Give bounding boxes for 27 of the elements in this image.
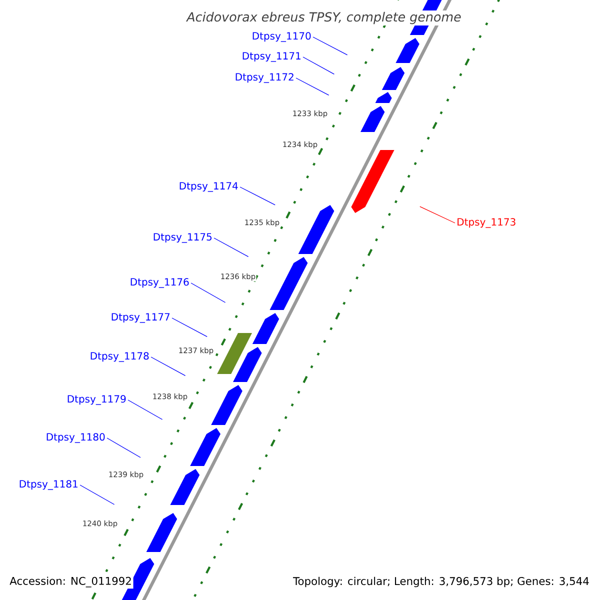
gene-label: Dtpsy_1175 <box>154 233 212 243</box>
leader-line <box>312 36 348 56</box>
gene-label: Dtpsy_1178 <box>90 352 149 362</box>
leader-line <box>128 400 163 420</box>
leader-line <box>150 356 186 376</box>
leader-line <box>80 484 115 505</box>
leader-line <box>172 318 208 338</box>
leader-line <box>420 206 456 224</box>
title: Acidovorax ebreus TPSY, complete genome <box>185 10 463 26</box>
gene-label: Dtpsy_1172 <box>236 73 294 83</box>
gene-label: Dtpsy_1177 <box>112 313 170 323</box>
gene-label: Dtpsy_1174 <box>180 182 238 192</box>
leader-line <box>214 238 249 258</box>
gene-label: Dtpsy_1171 <box>242 52 300 62</box>
gene-label: Dtpsy_1180 <box>46 433 105 443</box>
gene-label: Dtpsy_1181 <box>20 480 78 490</box>
leader-line <box>296 78 330 96</box>
gene-label: Dtpsy_1176 <box>130 278 189 288</box>
footer-text: Topology: circular; Length: 3,796,573 bp; Genes: 3,544 <box>292 576 591 588</box>
leader-line <box>190 282 226 303</box>
leader-line <box>302 56 335 75</box>
leader-line <box>240 186 276 206</box>
gene-label: Dtpsy_1173 <box>458 218 516 228</box>
footer-text: Accession: NC_011992 <box>8 575 134 589</box>
leader-line <box>106 438 141 458</box>
gene-label: Dtpsy_1170 <box>252 32 311 42</box>
gene-label: Dtpsy_1179 <box>68 395 126 405</box>
